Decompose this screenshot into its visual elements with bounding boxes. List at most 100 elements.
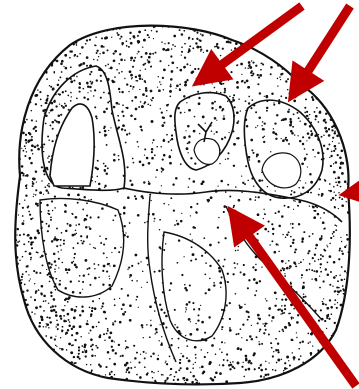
stipple-dot	[318, 319, 320, 321]
stipple-dot	[69, 224, 72, 227]
stipple-dot	[71, 328, 73, 330]
stipple-dot	[62, 106, 65, 109]
stipple-dot	[64, 305, 65, 306]
stipple-dot	[221, 276, 223, 278]
stipple-dot	[265, 298, 266, 299]
stipple-dot	[79, 314, 81, 316]
stipple-dot	[103, 163, 105, 165]
stipple-dot	[86, 202, 88, 204]
stipple-dot	[258, 76, 260, 78]
stipple-dot	[165, 243, 166, 244]
stipple-dot	[195, 258, 197, 260]
stipple-dot	[179, 83, 181, 85]
stipple-dot	[230, 362, 231, 363]
stipple-dot	[184, 81, 187, 84]
stipple-dot	[48, 327, 50, 329]
stipple-dot	[154, 333, 155, 334]
stipple-dot	[317, 152, 320, 155]
stipple-dot	[340, 149, 343, 152]
stipple-dot	[167, 48, 170, 51]
stipple-dot	[89, 86, 92, 89]
stipple-dot	[72, 325, 75, 328]
stipple-dot	[227, 101, 229, 103]
stipple-dot	[25, 139, 27, 141]
stipple-dot	[340, 237, 341, 238]
stipple-dot	[68, 95, 70, 97]
stipple-dot	[71, 308, 74, 311]
stipple-dot	[191, 246, 193, 248]
stipple-dot	[245, 165, 247, 167]
stipple-dot	[133, 60, 135, 62]
stipple-dot	[262, 137, 264, 139]
stipple-dot	[74, 309, 77, 312]
stipple-dot	[133, 345, 135, 347]
stipple-dot	[246, 339, 248, 341]
stipple-dot	[329, 183, 331, 185]
stipple-dot	[54, 305, 56, 307]
stipple-dot	[193, 308, 195, 310]
stipple-dot	[181, 54, 182, 55]
stipple-dot	[154, 380, 156, 382]
stipple-dot	[313, 270, 315, 272]
stipple-dot	[178, 369, 180, 371]
stipple-dot	[56, 60, 59, 63]
stipple-dot	[301, 274, 303, 276]
stipple-dot	[268, 314, 270, 316]
stipple-dot	[305, 296, 307, 298]
stipple-dot	[22, 207, 24, 209]
stipple-dot	[70, 80, 73, 83]
stipple-dot	[311, 133, 313, 135]
stipple-dot	[196, 212, 198, 214]
stipple-dot	[137, 141, 139, 143]
stipple-dot	[280, 79, 281, 80]
stipple-dot	[168, 42, 170, 44]
stipple-dot	[123, 115, 125, 117]
stipple-dot	[342, 288, 344, 290]
stipple-dot	[335, 195, 337, 197]
stipple-dot	[130, 367, 132, 369]
stipple-dot	[87, 268, 89, 270]
stipple-dot	[102, 302, 104, 304]
stipple-dot	[248, 368, 251, 371]
stipple-dot	[88, 267, 90, 269]
stipple-dot	[222, 108, 224, 110]
stipple-dot	[179, 362, 181, 364]
stipple-dot	[131, 78, 132, 79]
stipple-dot	[328, 190, 329, 191]
stipple-dot	[139, 161, 142, 164]
stipple-dot	[156, 331, 158, 333]
stipple-dot	[17, 241, 19, 243]
stipple-dot	[140, 126, 143, 129]
stipple-dot	[141, 287, 142, 288]
stipple-dot	[55, 278, 57, 280]
stipple-dot	[99, 365, 102, 368]
stipple-dot	[238, 304, 240, 306]
stipple-dot	[134, 195, 136, 197]
stipple-dot	[87, 323, 89, 325]
stipple-dot	[49, 112, 50, 113]
stipple-dot	[112, 323, 114, 325]
stipple-dot	[77, 202, 79, 204]
stipple-dot	[32, 145, 34, 147]
stipple-dot	[274, 305, 276, 307]
stipple-dot	[107, 351, 110, 354]
stipple-dot	[79, 325, 82, 328]
stipple-dot	[172, 44, 174, 46]
stipple-dot	[129, 70, 132, 73]
stipple-dot	[55, 105, 57, 107]
stipple-dot	[61, 232, 63, 234]
stipple-dot	[42, 109, 45, 112]
stipple-dot	[48, 156, 50, 158]
stipple-dot	[221, 341, 223, 343]
stipple-dot	[89, 284, 91, 286]
stipple-dot	[119, 321, 122, 324]
stipple-dot	[270, 151, 271, 152]
stipple-dot	[243, 264, 245, 266]
stipple-dot	[184, 380, 185, 381]
stipple-dot	[136, 80, 137, 81]
stipple-dot	[82, 242, 84, 244]
stipple-dot	[25, 195, 27, 197]
stipple-dot	[121, 71, 123, 73]
stipple-dot	[281, 305, 283, 307]
stipple-dot	[151, 371, 153, 373]
